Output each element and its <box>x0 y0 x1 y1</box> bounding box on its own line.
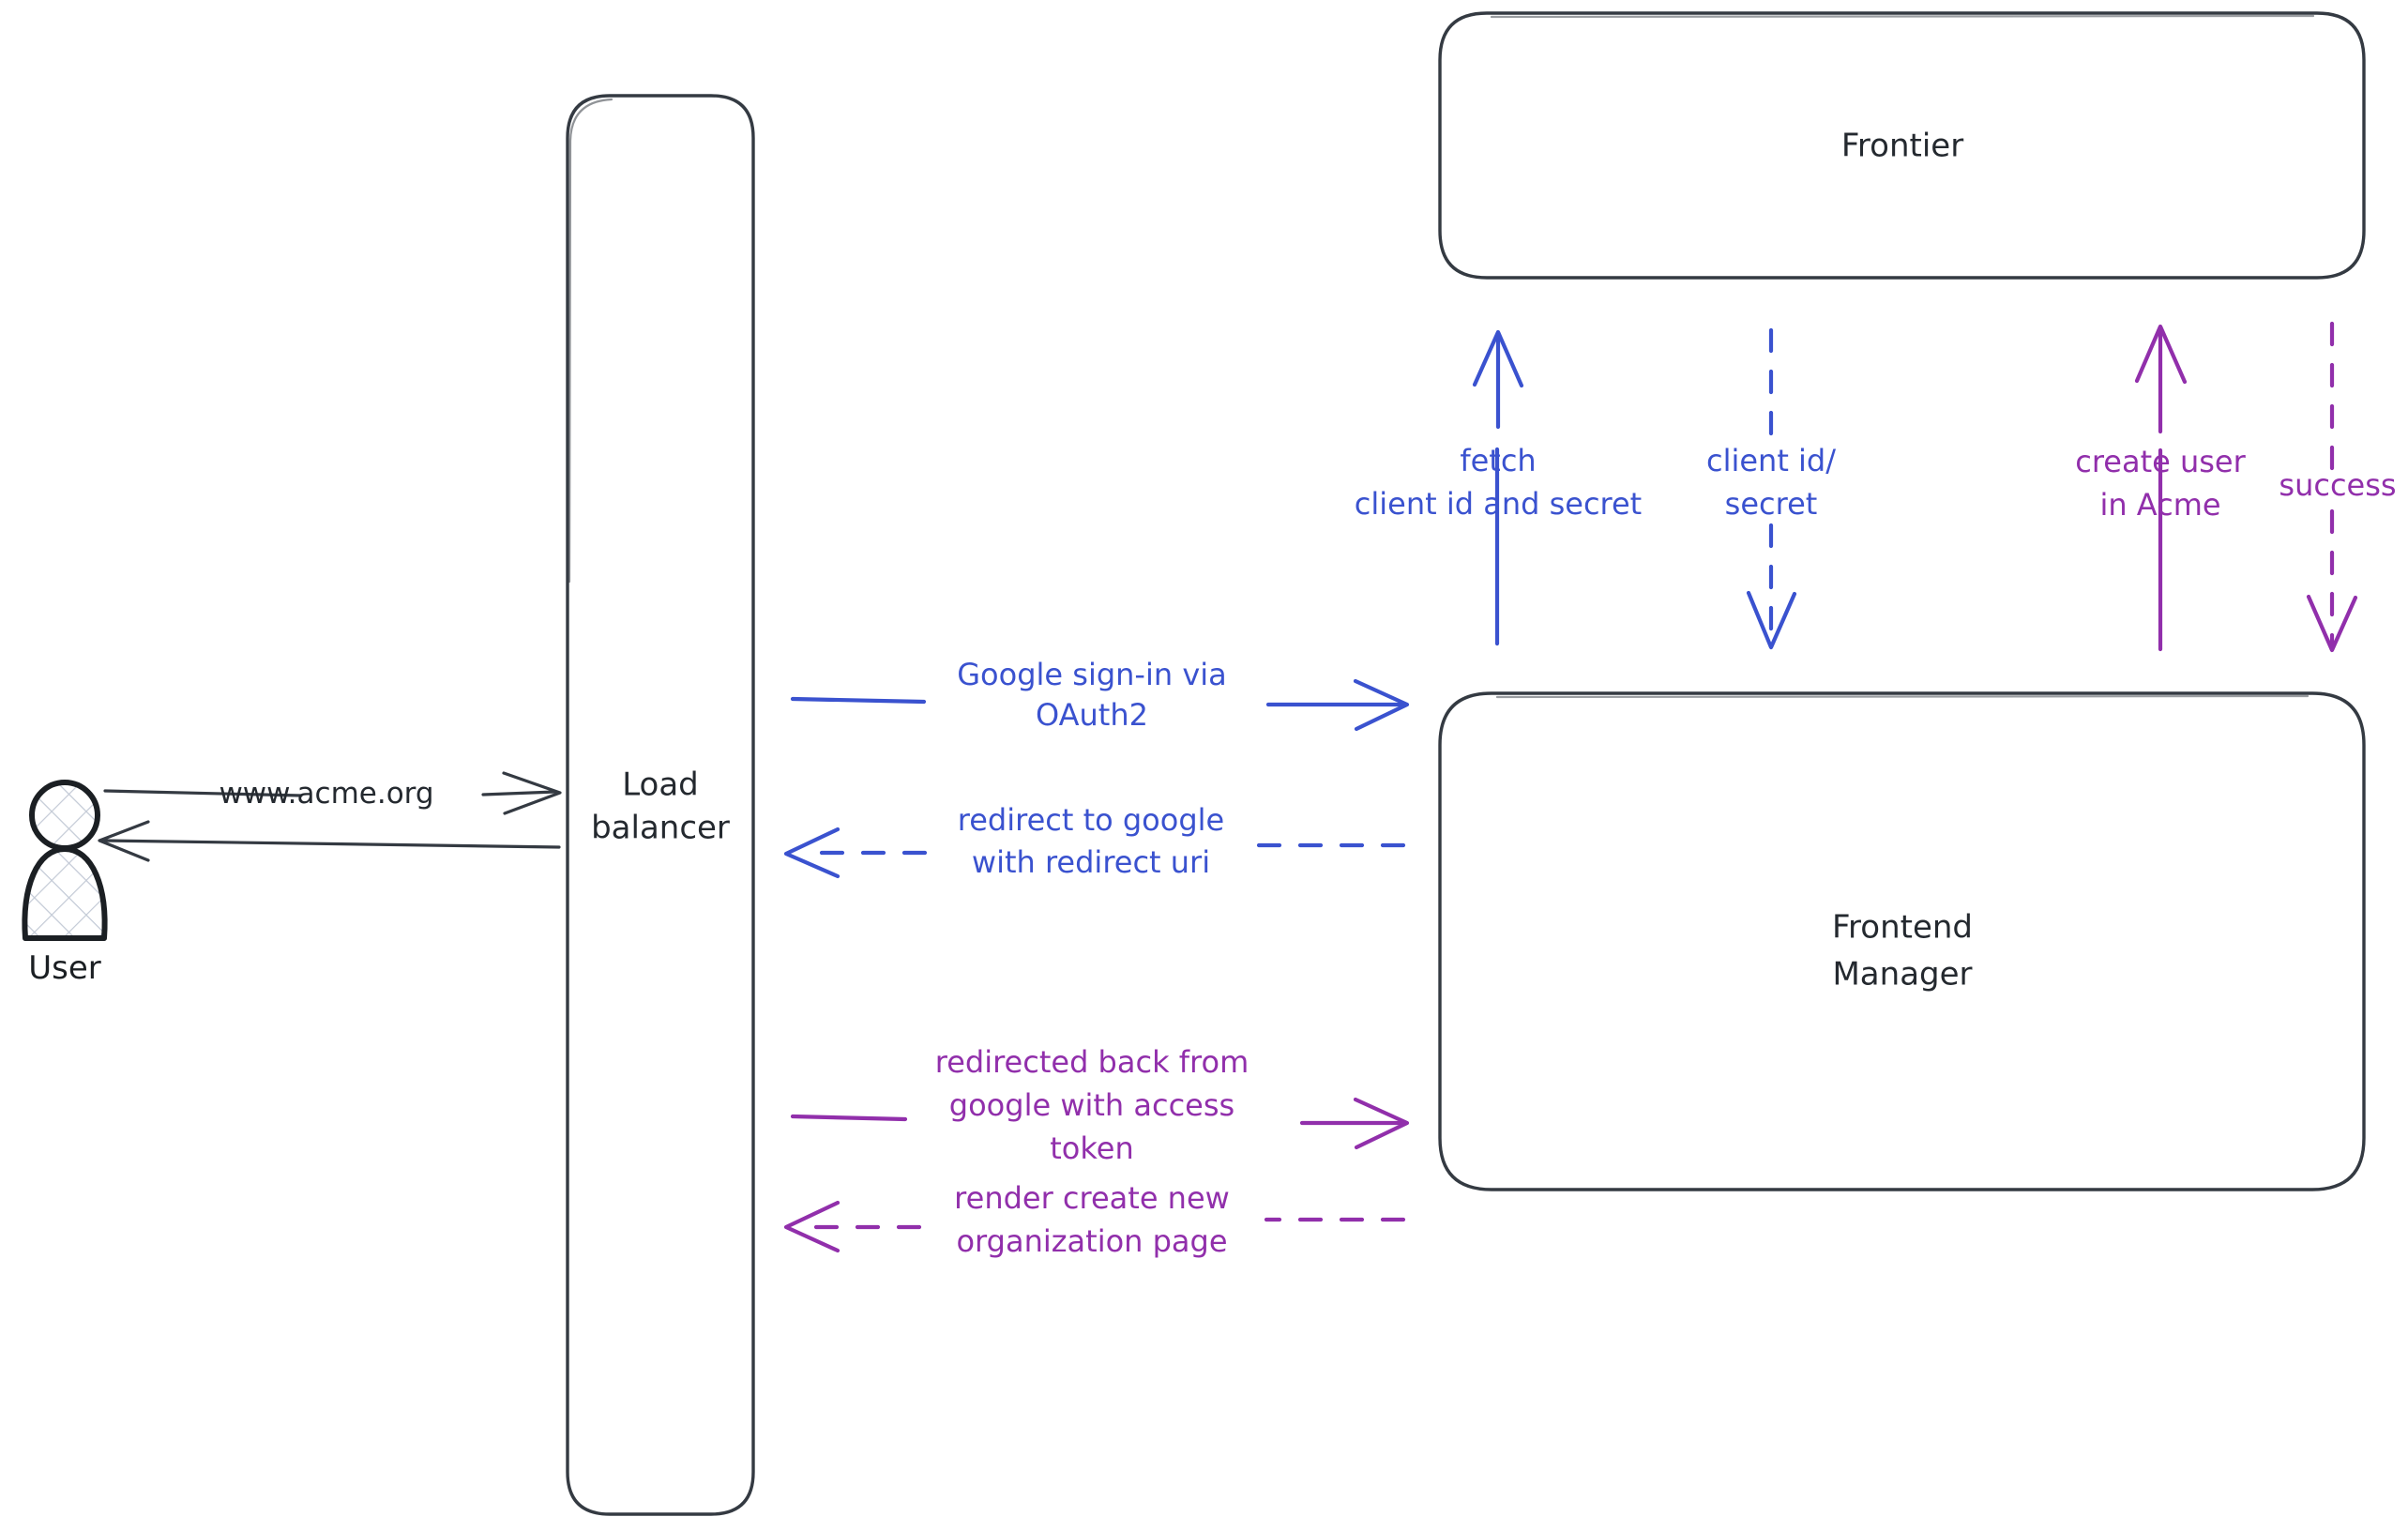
person-icon-head <box>29 780 100 851</box>
edge-token-line-left <box>790 1114 908 1122</box>
edge-token-label-line2: google with access <box>949 1087 1234 1123</box>
edge-creds-arrowhead <box>1746 590 1797 650</box>
edge-create-label-line2: in Acme <box>2099 487 2220 523</box>
edge-lb-to-user-line <box>103 839 561 849</box>
edge-user-to-lb-arrowhead <box>502 771 562 815</box>
frontend-manager-label-line1: Frontend <box>1832 909 1973 947</box>
edge-redirect-label-line1: redirect to google <box>958 802 1224 838</box>
frontend-manager-label-line2: Manager <box>1832 956 1972 994</box>
frontier-box <box>1438 11 2366 280</box>
load-balancer-box <box>566 94 755 1516</box>
edge-token-arrowhead <box>1353 1097 1410 1150</box>
load-balancer-label-line1: Load <box>622 766 699 804</box>
edge-render-label-line2: organization page <box>956 1223 1227 1259</box>
edge-signin-line-left <box>790 696 927 705</box>
node-frontend-manager[interactable]: Frontend Manager <box>1438 691 2366 1191</box>
edge-fetch-label-line2: client id and secret <box>1355 486 1642 522</box>
edge-user-to-lb-line-left <box>103 789 303 797</box>
load-balancer-box-sketch-overlay <box>568 98 613 584</box>
edge-signin-arrowhead <box>1353 678 1410 732</box>
edge-success-label: success <box>2279 467 2396 503</box>
node-frontier[interactable]: Frontier <box>1438 11 2366 280</box>
person-icon-body <box>22 846 108 941</box>
edge-redirect-label-line2: with redirect uri <box>972 844 1210 880</box>
edge-frontier-to-fm-creds: client id/ secret <box>1706 327 1836 650</box>
frontend-manager-box-sketch-overlay <box>1495 694 2310 699</box>
edge-success-arrowhead <box>2306 594 2358 653</box>
load-balancer-label-line2: balancer <box>591 810 730 847</box>
edge-user-to-lb-line-right <box>481 790 557 796</box>
edge-create-label-line1: create user <box>2075 444 2246 479</box>
edge-frontier-to-fm-success: success <box>2279 321 2397 653</box>
edge-fetch-label-line1: fetch <box>1460 443 1536 478</box>
edge-user-to-load-balancer: www.acme.org <box>103 771 562 815</box>
edge-creds-label-line2: secret <box>1725 486 1818 522</box>
edge-signin-label-line2: OAuth2 <box>1036 697 1148 733</box>
edge-lb-to-fm-signin: Google sign-in via OAuth2 <box>790 657 1410 733</box>
edge-signin-label-line1: Google sign-in via <box>957 657 1227 692</box>
actor-user-label: User <box>28 949 101 987</box>
edge-fetch-arrowhead <box>1472 329 1524 388</box>
edge-creds-label-line1: client id/ <box>1706 443 1836 478</box>
edge-token-label-line3: token <box>1050 1130 1133 1166</box>
edge-create-arrowhead <box>2134 324 2188 385</box>
edge-render-arrowhead <box>783 1200 841 1253</box>
edge-redirect-arrowhead <box>783 827 841 879</box>
edge-lb-to-user-arrowhead <box>98 820 150 862</box>
frontier-label: Frontier <box>1841 128 1963 165</box>
actor-user: User <box>22 780 108 987</box>
edge-user-to-lb-label: www.acme.org <box>219 777 433 811</box>
frontier-box-sketch-overlay <box>1490 14 2315 19</box>
edge-fm-to-frontier-fetch: fetch client id and secret <box>1355 329 1642 646</box>
edge-fm-to-lb-redirect: redirect to google with redirect uri <box>783 802 1406 880</box>
edge-fm-to-lb-render: render create new organization page <box>783 1180 1406 1259</box>
node-load-balancer[interactable]: Load balancer <box>566 94 755 1516</box>
edge-token-label-line1: redirected back from <box>935 1044 1249 1080</box>
edge-fm-to-frontier-create: create user in Acme <box>2075 324 2247 652</box>
edge-render-label-line1: render create new <box>954 1180 1230 1216</box>
edge-lb-to-fm-token: redirected back from google with access … <box>790 1044 1410 1166</box>
edge-load-balancer-to-user <box>98 820 561 862</box>
frontend-manager-box <box>1438 691 2366 1191</box>
